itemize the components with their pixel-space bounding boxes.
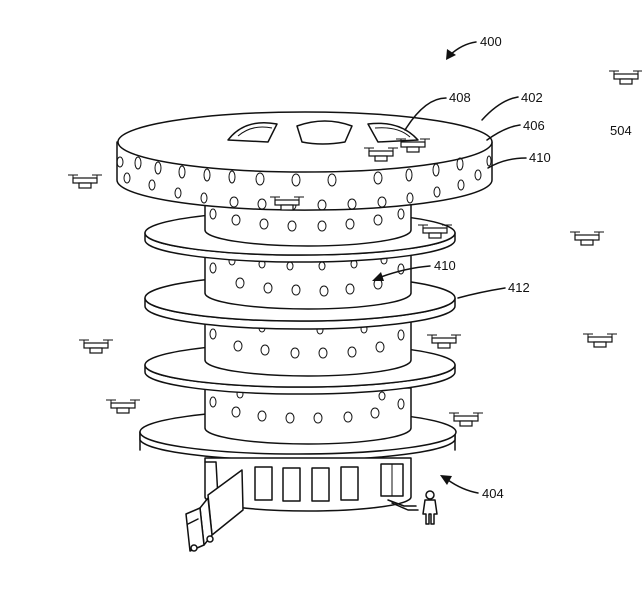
cylinder-tier-2 [204,321,412,377]
drone-left-mid [78,339,114,354]
leader-410-mid [372,265,431,281]
label-410-mid: 410 [434,258,456,273]
label-404: 404 [482,486,504,501]
label-408: 408 [449,90,471,105]
cylinder-tier-3 [204,387,412,445]
drone-left-top [67,174,103,189]
label-402: 402 [521,90,543,105]
leader-410-top [487,157,527,169]
drone-top-right [608,70,642,85]
leader-408 [404,97,447,131]
label-412: 412 [508,280,530,295]
drone-center-right [426,334,462,349]
leader-406 [486,124,521,141]
leader-400 [446,41,477,60]
label-410-top: 410 [529,150,551,165]
ground-floor [204,457,419,512]
leader-412 [457,287,506,299]
drone-right-upper [569,231,605,246]
top-disc [116,111,493,211]
cylinder-tier-1 [204,252,412,310]
leader-404 [440,475,479,494]
drone-right-low [448,412,484,427]
drone-left-low [105,399,141,414]
leader-402 [481,96,519,121]
label-406: 406 [523,118,545,133]
person-figure [422,490,438,525]
drone-far-right [582,333,618,348]
label-504: 504 [610,123,632,138]
truck [185,469,244,552]
label-400: 400 [480,34,502,49]
